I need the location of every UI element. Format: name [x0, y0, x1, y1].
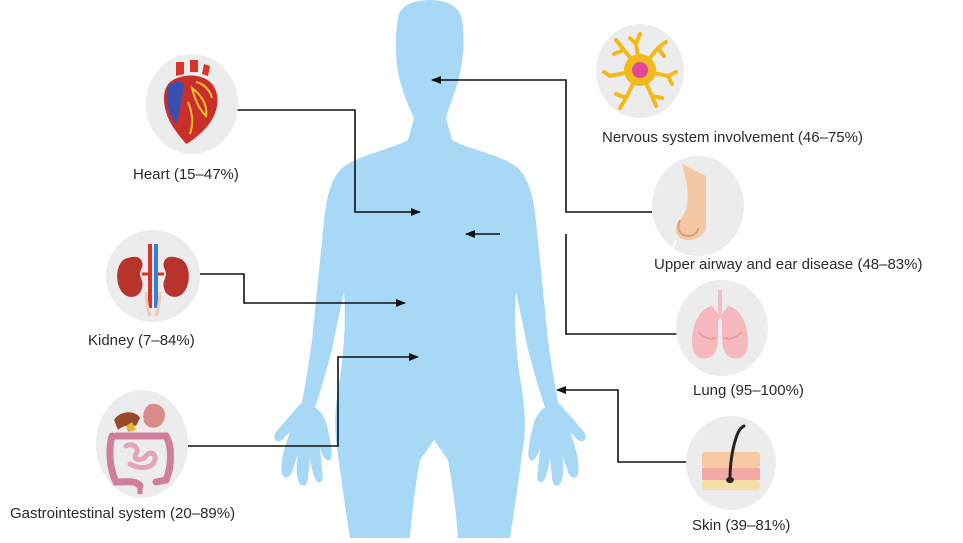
skin-circle: [686, 416, 776, 510]
airway-circle: [652, 156, 744, 256]
nervous-label: Nervous system involvement (46–75%): [602, 129, 863, 147]
airway-label: Upper airway and ear disease (48–83%): [654, 256, 922, 274]
skin-label: Skin (39–81%): [692, 517, 790, 535]
gi-label: Gastrointestinal system (20–89%): [10, 505, 235, 523]
heart-label: Heart (15–47%): [133, 166, 239, 184]
heart-icon: [146, 54, 238, 154]
nervous-circle: [596, 24, 684, 118]
lung-circle: [676, 280, 768, 376]
heart-circle: [146, 54, 238, 154]
skin-hair-icon: [686, 416, 776, 510]
gi-circle: [96, 390, 188, 498]
intestine-icon: [96, 390, 188, 498]
lung-icon: [676, 280, 768, 376]
neuron-icon: [596, 24, 684, 118]
kidney-icon: [106, 230, 200, 322]
lung-label: Lung (95–100%): [693, 382, 804, 400]
kidney-circle: [106, 230, 200, 322]
kidney-label: Kidney (7–84%): [88, 332, 195, 350]
nose-icon: [652, 156, 744, 256]
